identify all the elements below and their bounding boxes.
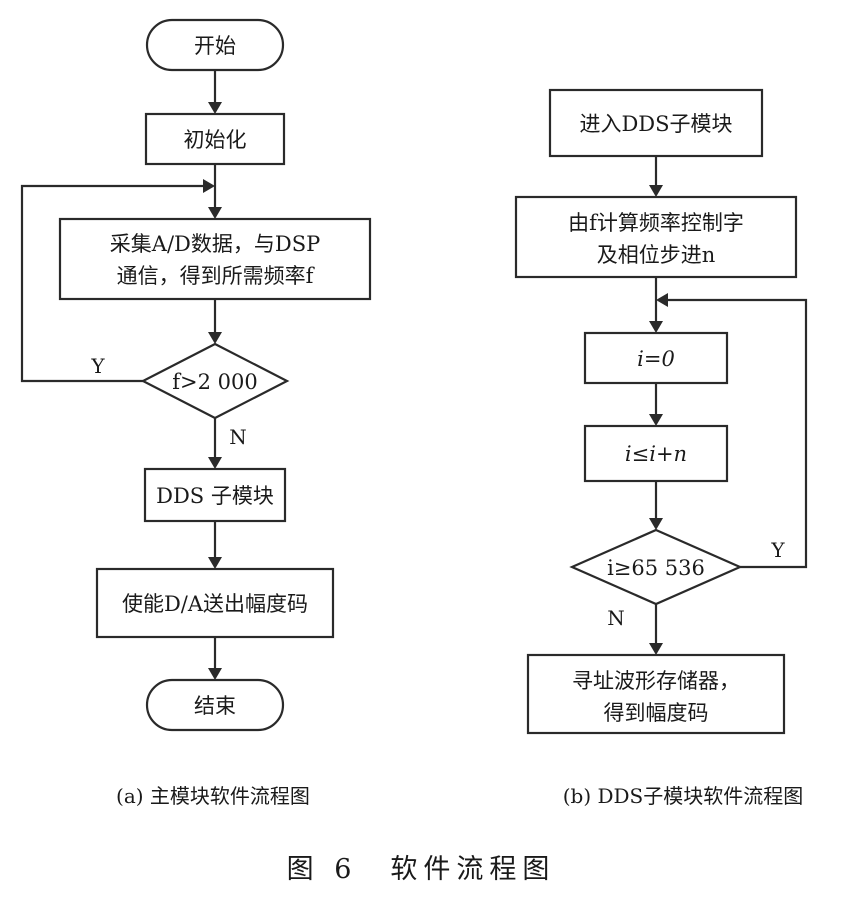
arrowhead [649,518,663,530]
lookup-process [526,653,786,735]
figure-title: 图 6 软件流程图 [287,854,556,885]
start-label: 开始 [194,34,236,58]
collect-label-line1: 采集A/D数据，与DSP [110,232,320,256]
arrowhead [656,293,668,307]
arrowhead [208,668,222,680]
enable-label: 使能D/A送出幅度码 [122,592,308,616]
enter-dds-process [548,88,764,158]
arrowhead [649,643,663,655]
arrowhead [649,185,663,197]
init-i-label: i=0 [637,347,675,371]
no-label-b: N [607,606,625,630]
arrowhead [649,414,663,426]
update-i-process [583,424,729,483]
end-terminal [145,678,285,732]
no-label: N [229,425,247,449]
update-i-label: i≤i+n [625,442,687,466]
init-process [144,112,286,166]
arrowhead [208,457,222,469]
lookup-label-line2: 得到幅度码 [604,701,709,725]
calc-label-line1: 由f计算频率控制字 [568,211,744,235]
caption-b: (b) DDS子模块软件流程图 [563,784,804,808]
decision-i-label: i≥65 536 [607,556,705,580]
calc-process [514,195,798,279]
edge-yes-loop [20,184,205,383]
init-i-process [583,331,729,385]
edge-yes-loop-b [666,298,808,569]
yes-label: Y [90,354,105,378]
arrowhead [203,179,215,193]
calc-label-line2: 及相位步进n [597,243,716,267]
dds-submodule-process [143,467,287,523]
arrowhead [649,321,663,333]
yes-label-b: Y [770,538,785,562]
init-label: 初始化 [184,128,247,152]
arrowhead [208,332,222,344]
arrowhead [208,557,222,569]
enter-label: 进入DDS子模块 [579,112,732,136]
arrowhead [208,102,222,114]
end-label: 结束 [194,694,236,718]
decision-label: f>2 000 [172,370,258,394]
dds-label: DDS 子模块 [156,484,274,508]
lookup-label-line1: 寻址波形存储器， [572,669,740,693]
caption-a: (a) 主模块软件流程图 [116,784,310,808]
arrowhead [208,207,222,219]
collect-label-line2: 通信，得到所需频率f [117,264,316,288]
